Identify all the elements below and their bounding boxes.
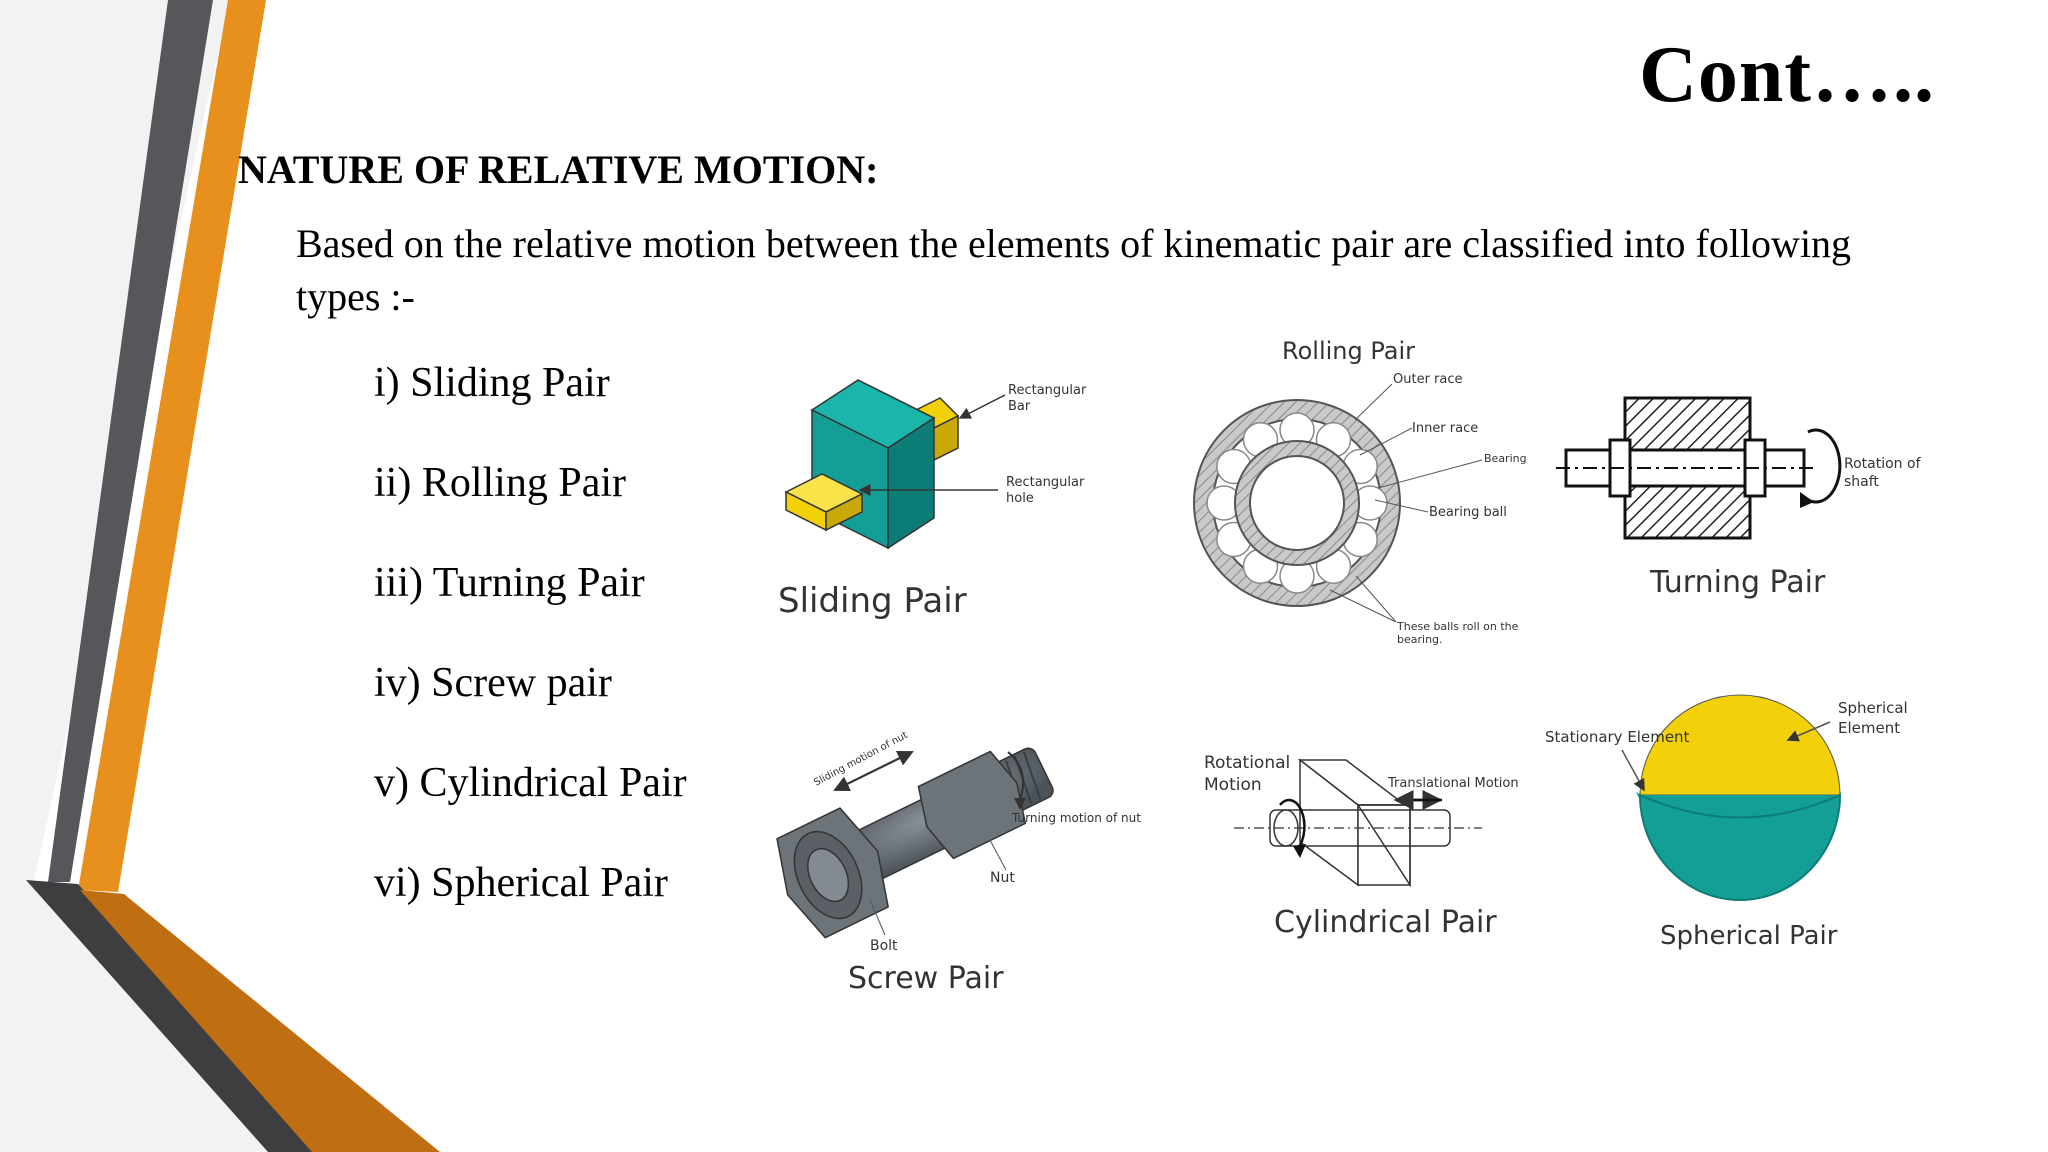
caption-screw-pair: Screw Pair	[848, 961, 1004, 996]
label-inner-race: Inner race	[1412, 421, 1478, 436]
caption-rolling-pair: Rolling Pair	[1282, 337, 1415, 365]
label-spherical: Spherical	[1838, 699, 1908, 717]
sliding-pair-diagram: Rectangular Bar Rectangular hole Sliding…	[778, 379, 1087, 621]
list-item: i) Sliding Pair	[374, 360, 610, 406]
label-rotation-of: Rotation of	[1844, 456, 1922, 472]
intro-paragraph: Based on the relative motion between the…	[296, 221, 1852, 319]
label-rectangular-bar: Rectangular	[1008, 383, 1087, 398]
label-turning-motion: Turning motion of nut	[1011, 811, 1141, 825]
list-item: iv) Screw pair	[374, 660, 612, 706]
label-rectangular-hole: Rectangular	[1006, 475, 1085, 490]
caption-turning-pair: Turning Pair	[1649, 565, 1826, 600]
label-element: Element	[1838, 719, 1900, 737]
label-translational-motion: Translational Motion	[1387, 776, 1519, 791]
rolling-pair-diagram: Rolling Pair Outer race Inner race Beari…	[1193, 337, 1527, 646]
label-bearing: Bearing	[1484, 452, 1527, 465]
caption-sliding-pair: Sliding Pair	[778, 581, 967, 621]
label-bolt: Bolt	[870, 938, 898, 954]
label-balls-note-2: bearing.	[1397, 633, 1443, 646]
label-rotational: Rotational	[1204, 753, 1290, 773]
turning-pair-diagram: Rotation of shaft Turning Pair	[1556, 396, 1922, 600]
spherical-pair-diagram: Stationary Element Spherical Element Sph…	[1545, 694, 1908, 951]
list-item: iii) Turning Pair	[374, 560, 645, 606]
label-shaft: shaft	[1844, 474, 1879, 490]
label-hole: hole	[1006, 491, 1034, 506]
section-heading: NATURE OF RELATIVE MOTION:	[238, 147, 879, 192]
label-bearing-ball: Bearing ball	[1429, 505, 1507, 520]
label-motion: Motion	[1204, 775, 1262, 795]
screw-pair-diagram: Sliding motion of nut Turning motion of …	[776, 730, 1141, 996]
label-outer-race: Outer race	[1393, 372, 1463, 387]
list-item: v) Cylindrical Pair	[374, 760, 687, 806]
cylindrical-pair-diagram: Rotational Motion Translational Motion C…	[1204, 753, 1519, 940]
label-nut: Nut	[990, 870, 1015, 886]
caption-cylindrical-pair: Cylindrical Pair	[1274, 905, 1497, 940]
pair-types-list: i) Sliding Pair ii) Rolling Pair iii) Tu…	[374, 355, 687, 955]
label-bar: Bar	[1008, 399, 1031, 414]
list-item: ii) Rolling Pair	[374, 460, 626, 506]
label-stationary-element: Stationary Element	[1545, 728, 1690, 746]
caption-spherical-pair: Spherical Pair	[1660, 921, 1838, 951]
slide-title: Cont…..	[1639, 31, 1935, 119]
list-item: vi) Spherical Pair	[374, 860, 668, 906]
label-balls-note: These balls roll on the	[1396, 620, 1519, 633]
